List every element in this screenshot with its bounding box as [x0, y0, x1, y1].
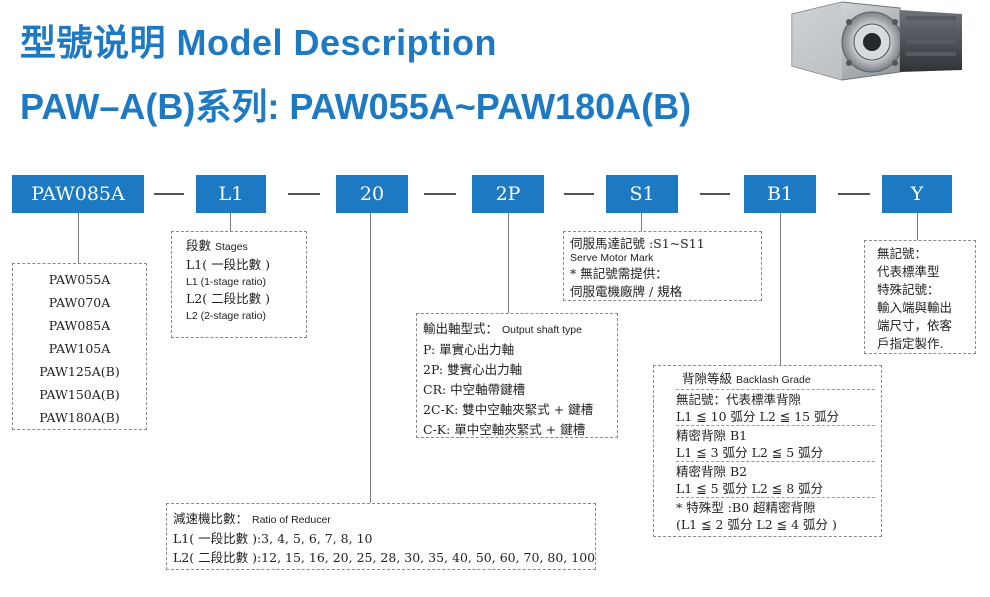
shaft-item: CR: 中空軸帶鍵槽 [423, 382, 526, 397]
code-ratio: 20 [336, 175, 408, 213]
code-shaft: 2P [472, 175, 544, 213]
connector-line [780, 213, 781, 365]
code-backlash: B1 [744, 175, 816, 213]
motor-title-en: Serve Motor Mark [570, 252, 654, 264]
shaft-title-cn: 輸出軸型式： [423, 321, 499, 336]
backlash-line: L1 ≦ 5 弧分 L2 ≦ 8 弧分 [676, 481, 824, 496]
stages-l1-en: L1 (1-stage ratio) [186, 276, 266, 288]
special-line: 無記號： [877, 246, 928, 261]
stages-l2-cn: L2( 二段比數 ) [186, 291, 270, 306]
shaft-title: 輸出軸型式： Output shaft type [423, 319, 617, 340]
shaft-item: C-K: 單中空軸夾緊式 + 鍵槽 [423, 422, 586, 437]
backlash-title-cn: 背隙等級 [682, 371, 733, 386]
motor-note2: 伺服電機廠牌 / 規格 [570, 284, 683, 299]
backlash-title-en: Backlash Grade [736, 374, 811, 386]
stages-box: 段數 Stages L1( 一段比數 ) L1 (1-stage ratio) … [171, 231, 307, 338]
ratio-title-en: Ratio of Reducer [252, 514, 331, 526]
connector-line [917, 213, 918, 240]
shaft-item: P: 單實心出力軸 [423, 342, 515, 357]
ratio-title-cn: 減速機比數： [173, 511, 249, 526]
model-item: PAW055A [48, 272, 111, 287]
backlash-line: * 特殊型 :B0 超精密背隙 [676, 500, 816, 515]
separator-dash [424, 193, 456, 195]
backlash-group: * 特殊型 :B0 超精密背隙 (L1 ≦ 2 弧分 L2 ≦ 4 弧分 ) [676, 497, 875, 533]
motor-title-cn: 伺服馬達記號 :S1~S11 [570, 236, 705, 251]
special-line: 代表標準型 [877, 264, 940, 279]
shaft-title-en: Output shaft type [502, 324, 582, 336]
shaft-item: 2C-K: 雙中空軸夾緊式 + 鍵槽 [423, 402, 594, 417]
code-stages: L1 [196, 175, 266, 213]
special-line: 輸入端與輸出 [877, 300, 953, 315]
model-item: PAW125A(B) [39, 364, 120, 379]
code-motor: S1 [606, 175, 678, 213]
backlash-line: 無記號：代表標準背隙 [676, 392, 802, 407]
special-line: 端尺寸，依客 [877, 318, 953, 333]
shaft-item: 2P: 雙實心出力軸 [423, 362, 523, 377]
special-box: 無記號： 代表標準型 特殊記號： 輸入端與輸出 端尺寸，依客 戶指定製作. [864, 240, 976, 354]
backlash-group: 無記號：代表標準背隙 L1 ≦ 10 弧分 L2 ≦ 15 弧分 [676, 389, 875, 425]
special-line: 特殊記號： [877, 282, 940, 297]
separator-dash [838, 193, 870, 195]
backlash-line: (L1 ≦ 2 弧分 L2 ≦ 4 弧分 ) [676, 517, 837, 532]
special-line: 戶指定製作. [877, 336, 944, 351]
backlash-line: L1 ≦ 3 弧分 L2 ≦ 5 弧分 [676, 445, 824, 460]
model-item: PAW180A(B) [39, 410, 120, 425]
backlash-line: 精密背隙 B1 [676, 428, 748, 443]
model-item: PAW105A [48, 341, 111, 356]
page-title: 型號说明 Model Description [20, 22, 498, 63]
code-special: Y [882, 175, 952, 213]
backlash-line: 精密背隙 B2 [676, 464, 748, 479]
model-item: PAW070A [48, 295, 111, 310]
separator-dash [154, 193, 184, 195]
model-item: PAW150A(B) [39, 387, 120, 402]
shaft-box: 輸出軸型式： Output shaft type P: 單實心出力軸 2P: 雙… [416, 313, 618, 438]
backlash-title: 背隙等級 Backlash Grade [676, 370, 875, 389]
motor-note1: * 無記號需提供： [570, 266, 668, 281]
separator-dash [564, 193, 594, 195]
ratio-box: 減速機比數： Ratio of Reducer L1( 一段比數 ):3, 4,… [166, 503, 596, 570]
backlash-group: 精密背隙 B2 L1 ≦ 5 弧分 L2 ≦ 8 弧分 [676, 461, 875, 497]
ratio-l1: L1( 一段比數 ):3, 4, 5, 6, 7, 8, 10 [173, 531, 373, 546]
stages-title-en: Stages [215, 241, 248, 253]
ratio-l2: L2( 二段比數 ):12, 15, 16, 20, 25, 28, 30, 3… [173, 550, 596, 565]
backlash-box: 背隙等級 Backlash Grade 無記號：代表標準背隙 L1 ≦ 10 弧… [653, 365, 882, 537]
connector-line [508, 213, 509, 313]
ratio-title: 減速機比數： Ratio of Reducer [173, 510, 595, 529]
gearbox-product-image [791, 1, 962, 81]
stages-title: 段數 Stages [186, 237, 306, 256]
stages-l1-cn: L1( 一段比數 ) [186, 257, 270, 272]
separator-dash [700, 193, 730, 195]
connector-line [641, 213, 642, 231]
backlash-line: L1 ≦ 10 弧分 L2 ≦ 15 弧分 [676, 409, 840, 424]
connector-line [230, 213, 231, 231]
backlash-group: 精密背隙 B1 L1 ≦ 3 弧分 L2 ≦ 5 弧分 [676, 425, 875, 461]
model-item: PAW085A [48, 318, 111, 333]
stages-title-cn: 段數 [186, 238, 212, 253]
series-title: PAW–A(B)系列: PAW055A~PAW180A(B) [20, 86, 692, 127]
connector-line [78, 213, 79, 263]
model-list-box: PAW055A PAW070A PAW085A PAW105A PAW125A(… [12, 263, 147, 430]
code-model: PAW085A [12, 175, 144, 213]
connector-line [370, 213, 371, 503]
separator-dash [288, 193, 320, 195]
motor-box: 伺服馬達記號 :S1~S11 Serve Motor Mark * 無記號需提供… [563, 231, 762, 301]
stages-l2-en: L2 (2-stage ratio) [186, 310, 266, 322]
